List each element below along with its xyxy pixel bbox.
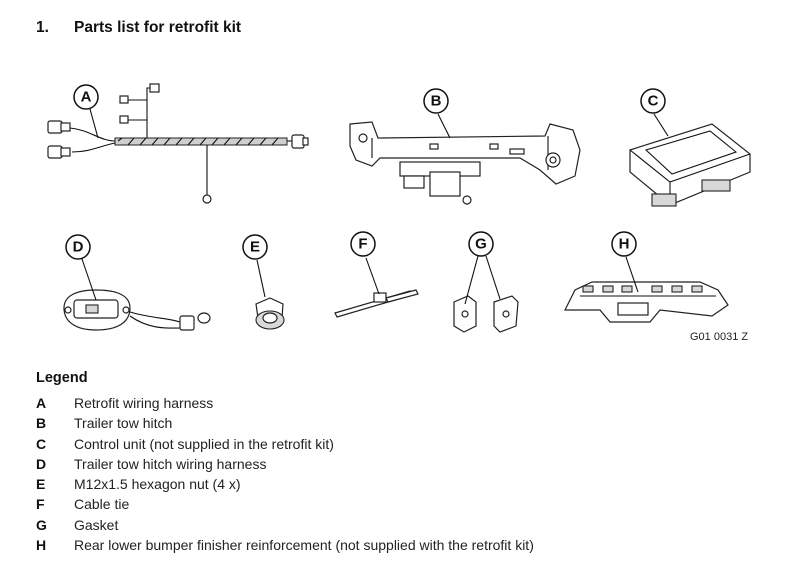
callout-c: C <box>640 88 666 114</box>
svg-text:H: H <box>619 236 630 253</box>
legend-text: M12x1.5 hexagon nut (4 x) <box>74 476 241 493</box>
part-retrofit-wiring-harness <box>47 83 309 204</box>
section-heading: 1. Parts list for retrofit kit <box>36 19 241 37</box>
callout-f: F <box>350 231 376 257</box>
section-title: Parts list for retrofit kit <box>74 19 242 36</box>
legend-key: C <box>36 435 47 452</box>
svg-text:E: E <box>250 239 260 256</box>
callout-e: E <box>242 234 268 260</box>
legend-item: D Trailer tow hitch wiring harness <box>36 454 534 474</box>
legend-text: Trailer tow hitch wiring harness <box>74 455 267 472</box>
part-hexagon-nut <box>255 297 285 330</box>
figure-id: G01 0031 Z <box>690 331 749 343</box>
parts-illustration: A B C D E F G H <box>47 83 751 333</box>
section-number: 1. <box>36 19 49 36</box>
legend-key: F <box>36 496 45 513</box>
legend-text: Cable tie <box>74 496 130 513</box>
legend-item: A Retrofit wiring harness <box>36 393 534 413</box>
legend-text: Retrofit wiring harness <box>74 395 214 411</box>
legend-text: Gasket <box>74 516 119 533</box>
legend-list: A Retrofit wiring harness B Trailer tow hi… <box>36 393 534 555</box>
svg-text:G: G <box>475 236 487 253</box>
svg-text:D: D <box>73 239 84 256</box>
callout-a: A <box>73 84 99 110</box>
part-bumper-reinforcement <box>564 281 729 323</box>
part-cable-tie <box>334 289 419 318</box>
legend-key: B <box>36 415 47 432</box>
callout-h: H <box>611 231 637 257</box>
legend-item: E M12x1.5 hexagon nut (4 x) <box>36 474 534 494</box>
legend-key: G <box>36 516 47 533</box>
svg-text:F: F <box>358 236 367 253</box>
callout-b: B <box>423 88 449 114</box>
part-control-unit <box>629 123 751 207</box>
svg-text:B: B <box>431 93 442 110</box>
callout-d: D <box>65 234 91 260</box>
legend-text: Control unit (not supplied in the retrof… <box>74 435 334 452</box>
legend-key: H <box>36 537 47 554</box>
legend-key: A <box>36 395 47 411</box>
legend-text: Trailer tow hitch <box>74 415 173 432</box>
legend-item: F Cable tie <box>36 494 534 514</box>
legend-text: Rear lower bumper finisher reinforcement… <box>74 537 534 554</box>
legend-item: G Gasket <box>36 515 534 535</box>
legend-item: H Rear lower bumper finisher reinforcemen… <box>36 535 534 555</box>
legend-item: B Trailer tow hitch <box>36 413 534 433</box>
legend-title: Legend <box>36 370 88 386</box>
part-tow-hitch-wiring-harness <box>63 289 211 331</box>
legend-key: D <box>36 455 47 472</box>
svg-text:A: A <box>81 89 92 106</box>
callout-leaders <box>81 108 669 305</box>
part-gasket <box>453 295 519 333</box>
svg-text:C: C <box>648 93 659 110</box>
legend-key: E <box>36 476 46 493</box>
legend-item: C Control unit (not supplied in the retro… <box>36 434 534 454</box>
callout-g: G <box>468 231 494 257</box>
part-trailer-tow-hitch <box>349 121 581 205</box>
